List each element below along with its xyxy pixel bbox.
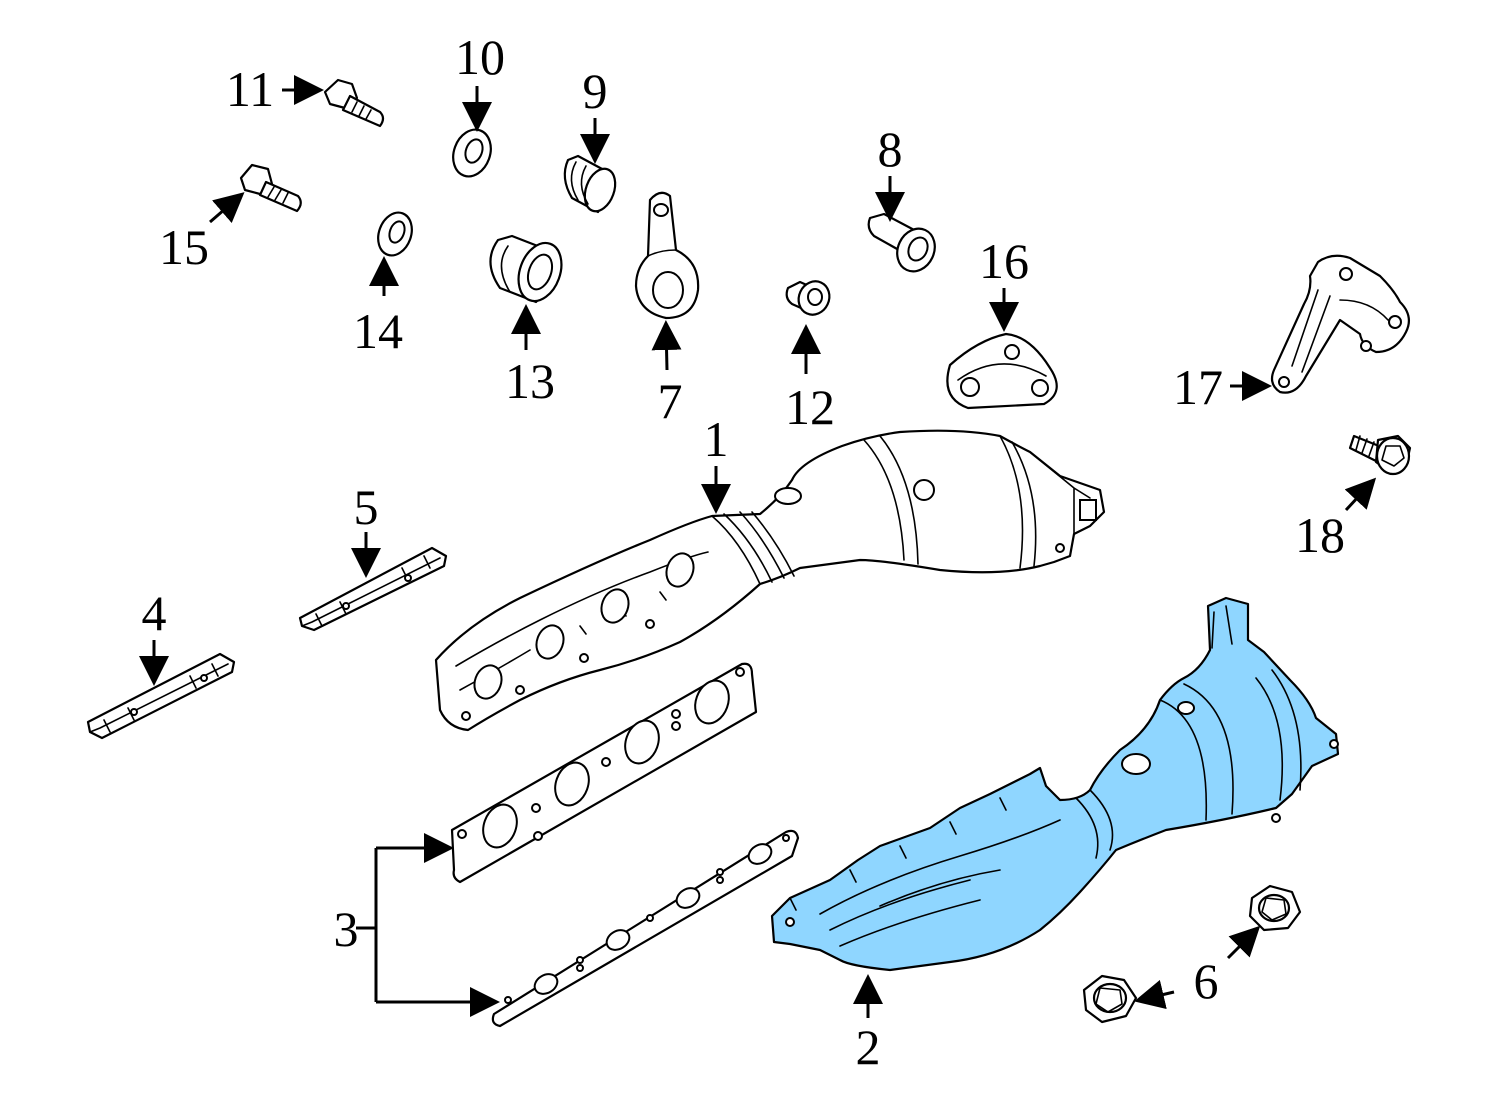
leader-arrows: [139, 75, 1377, 1018]
callout-7: 7: [658, 373, 683, 429]
sleeve-part-8: [867, 212, 936, 273]
grommet-part-13: [489, 234, 563, 304]
grommet-part-9: [563, 154, 617, 214]
manifold-catalyst-part-2: [770, 596, 1340, 972]
nut-part-6-lower: [1082, 974, 1138, 1024]
callout-labels: 1 2 3 4 5 6 7 8 9 10 11 12 13 14 15 16 1…: [142, 29, 1346, 1075]
gasket-lower-part-3: [491, 829, 800, 1028]
callout-10: 10: [455, 29, 505, 85]
callout-12: 12: [785, 379, 835, 435]
callout-5: 5: [354, 479, 379, 535]
callout-3: 3: [334, 901, 359, 957]
heat-shield-strip-part-5: [298, 546, 448, 632]
bolt-part-15: [239, 163, 302, 213]
callout-18: 18: [1295, 507, 1345, 563]
heat-shield-strip-part-4: [86, 652, 236, 740]
callout-14: 14: [353, 303, 403, 359]
callout-16: 16: [979, 233, 1029, 289]
nut-part-6-upper: [1248, 884, 1302, 932]
callout-8: 8: [878, 121, 903, 177]
bracket-part-7: [634, 191, 700, 320]
callout-11: 11: [226, 61, 274, 117]
callout-9: 9: [583, 63, 608, 119]
washer-part-14: [377, 211, 413, 257]
gasket-upper-part-3: [450, 662, 758, 884]
plate-part-16: [946, 332, 1058, 410]
bracket-part-17: [1270, 254, 1411, 394]
manifold-catalyst-part-1: [434, 429, 1106, 732]
callout-3-brace: [356, 833, 500, 1017]
callout-6: 6: [1194, 953, 1219, 1009]
bolt-part-18: [1348, 434, 1412, 476]
callout-4: 4: [142, 585, 167, 641]
callout-13: 13: [505, 353, 555, 409]
callout-17: 17: [1173, 359, 1223, 415]
washer-part-10: [452, 128, 492, 178]
callout-1: 1: [704, 411, 729, 467]
callout-15: 15: [159, 219, 209, 275]
spacer-part-12: [785, 280, 831, 316]
bolt-part-11: [323, 78, 385, 128]
callout-2: 2: [856, 1019, 881, 1075]
